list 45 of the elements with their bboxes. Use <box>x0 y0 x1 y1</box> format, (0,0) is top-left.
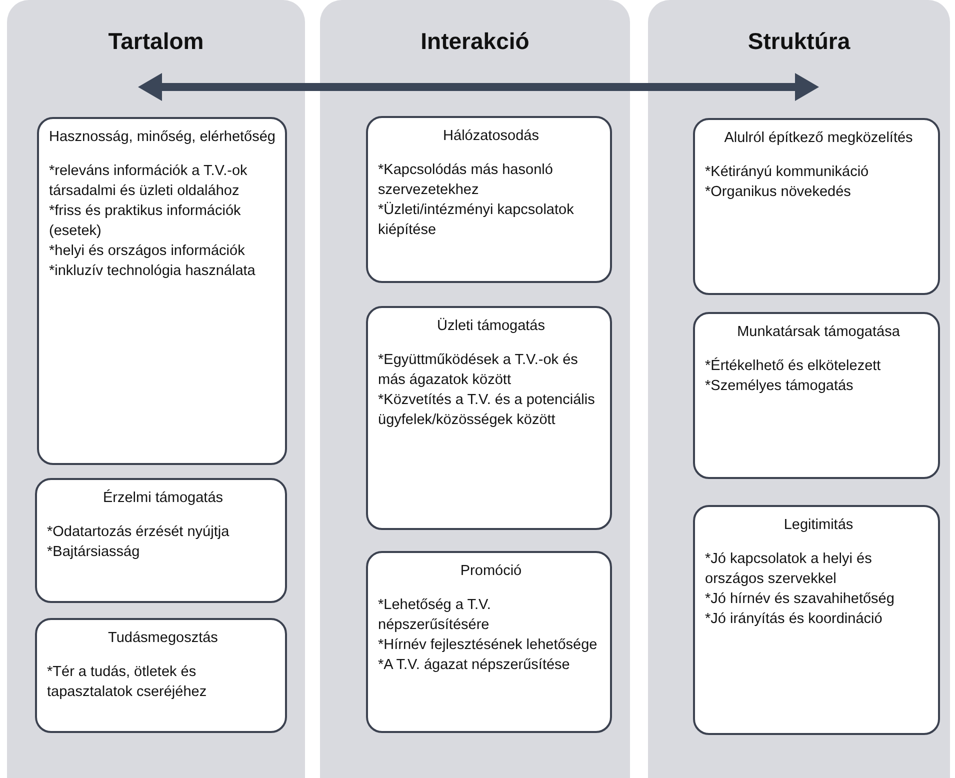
category-box <box>35 478 287 603</box>
category-box <box>366 306 612 530</box>
box-heading: Alulról építkező megközelítés <box>723 129 914 148</box>
category-box <box>693 118 940 295</box>
category-box <box>366 116 612 283</box>
bullet-text: *Kétirányú kommunikáció <box>705 163 870 182</box>
box-heading: Promóció <box>459 562 523 581</box>
box-heading: Legitimitás <box>782 516 854 535</box>
bullet-text: *Odatartozás érzését nyújtja <box>47 523 230 542</box>
bullet-text: *Bajtársiasság <box>47 543 141 562</box>
column-band <box>320 0 630 778</box>
category-box <box>693 312 940 479</box>
bullet-text: *Jó irányítás és koordináció <box>705 610 884 629</box>
box-heading: Munkatársak támogatása <box>736 323 901 342</box>
box-heading: Tudásmegosztás <box>107 629 219 648</box>
bullet-text: *Lehetőség a T.V. népszerűsítésére <box>378 596 492 635</box>
column-heading: Interakció <box>420 28 530 55</box>
bullet-text: *releváns információk a T.V.-ok társadalmi és üzleti oldalához <box>49 162 248 201</box>
bullet-text: *Üzleti/intézményi kapcsolatok kiépítése <box>378 200 575 240</box>
bullet-text: *friss és praktikus információk (esetek) <box>49 202 242 241</box>
bullet-text: *Jó kapcsolatok a helyi és országos szervekkel <box>705 550 873 589</box>
bullet-text: *Kapcsolódás más hasonló szervezetekhez <box>378 161 554 200</box>
box-heading: Üzleti támogatás <box>436 316 546 336</box>
column-band <box>7 0 305 778</box>
bullet-text: *Értékelhető és elkötelezett <box>705 356 882 376</box>
bullet-text: *Hírnév fejlesztésének lehetősége <box>378 636 598 655</box>
category-box <box>35 618 287 733</box>
bullet-text: *Tér a tudás, ötletek és tapasztalatok cseréjéhez <box>47 663 208 702</box>
box-heading: Hasznosság, minőség, elérhetőség <box>49 128 276 147</box>
column-heading: Tartalom <box>107 28 205 55</box>
bullet-text: *inkluzív technológia használata <box>49 262 256 281</box>
bullet-text: *Jó hírnév és szavahihetőség <box>705 590 896 609</box>
category-box <box>693 505 940 735</box>
bullet-text: *Személyes támogatás <box>705 377 854 396</box>
box-heading: Hálózatosodás <box>442 127 540 146</box>
bullet-text: *Organikus növekedés <box>705 183 852 202</box>
bullet-text: *Együttműködések a T.V.-ok és más ágazatok között <box>378 351 579 390</box>
bullet-text: *helyi és országos információk <box>49 242 246 261</box>
category-box <box>366 551 612 733</box>
column-heading: Struktúra <box>746 28 852 55</box>
box-heading: Érzelmi támogatás <box>102 488 224 508</box>
category-box <box>37 117 287 465</box>
bullet-text: *Közvetítés a T.V. és a potenciális ügyfelek/közösségek között <box>378 391 596 430</box>
bullet-text: *A T.V. ágazat népszerűsítése <box>378 656 571 675</box>
column-band <box>648 0 950 778</box>
